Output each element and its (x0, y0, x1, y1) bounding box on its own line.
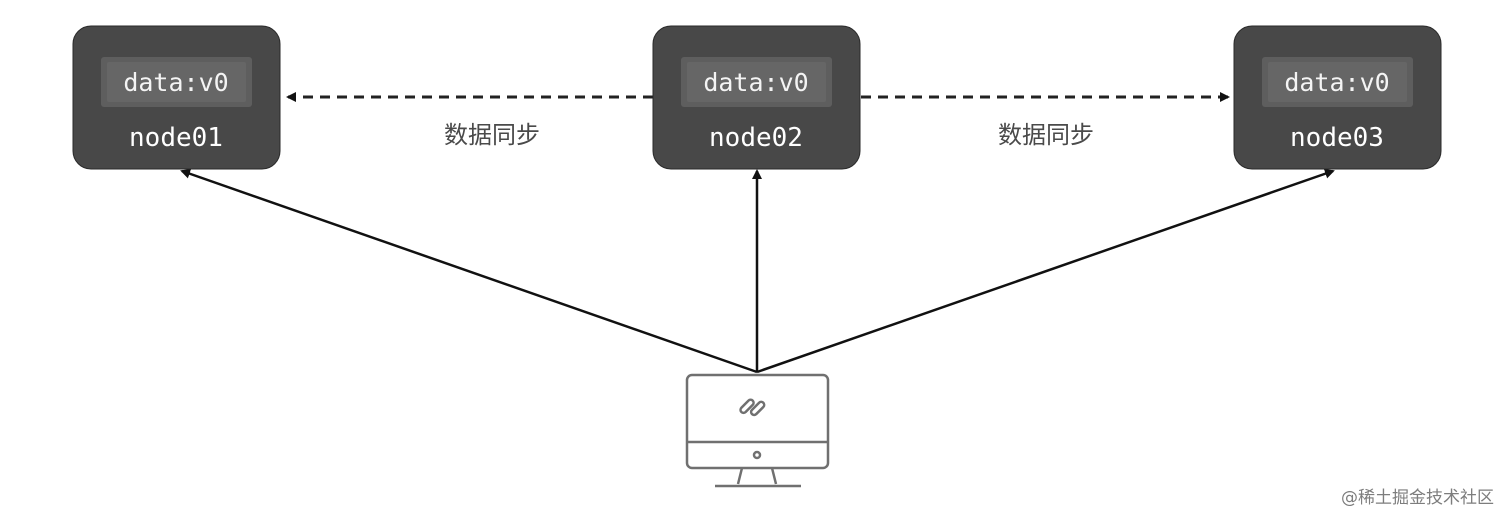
watermark: @稀土掘金技术社区 (1341, 488, 1494, 508)
client-arrow-to-node01 (180, 168, 758, 374)
node-card-node01: data:v0 node01 (72, 25, 281, 170)
node-data-value: data:v0 (703, 68, 808, 97)
sync-label-left: 数据同步 (444, 121, 540, 149)
node-name: node01 (129, 123, 223, 153)
node-name: node03 (1290, 123, 1384, 153)
node-data-value: data:v0 (1284, 68, 1389, 97)
node-card-node03: data:v0 node03 (1233, 25, 1442, 170)
computer-monitor-icon (685, 373, 830, 488)
node-card-node02: data:v0 node02 (652, 25, 861, 170)
node-data-value: data:v0 (123, 68, 228, 97)
sync-label-right: 数据同步 (998, 121, 1094, 149)
pen-logo-icon (739, 398, 766, 417)
client-arrow-to-node03 (756, 168, 1335, 374)
node-name: node02 (709, 123, 803, 153)
